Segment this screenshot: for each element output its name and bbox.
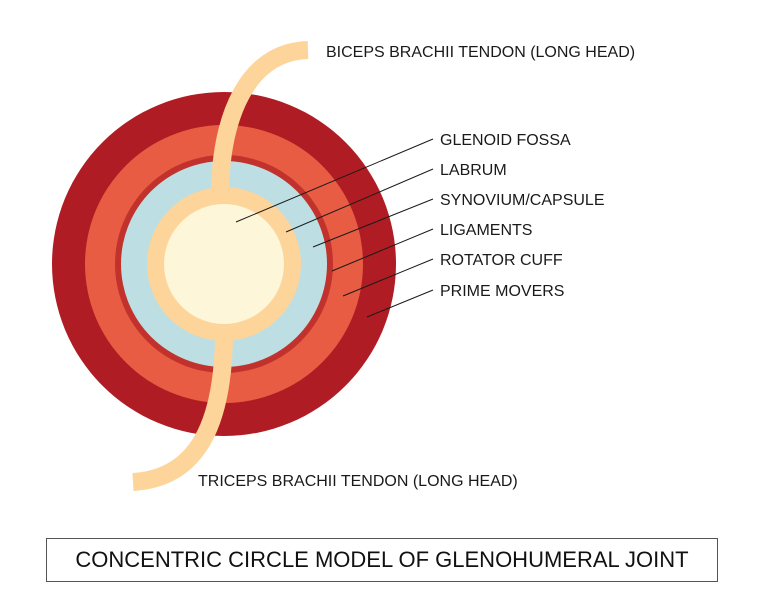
- synovium-capsule-label: SYNOVIUM/CAPSULE: [440, 192, 604, 209]
- glenoid-fossa: [164, 204, 284, 324]
- prime-movers-leader-line: [366, 289, 434, 318]
- ligaments-label: LIGAMENTS: [440, 222, 532, 239]
- rotator-cuff-label: ROTATOR CUFF: [440, 252, 563, 269]
- biceps-tendon: [211, 41, 309, 189]
- ligaments-leader-line: [331, 228, 434, 272]
- glenoid-fossa-label: GLENOID FOSSA: [440, 132, 571, 149]
- glenoid-leader-line: [235, 138, 434, 223]
- biceps-label: BICEPS BRACHII TENDON (LONG HEAD): [326, 44, 635, 61]
- triceps-label: TRICEPS BRACHII TENDON (LONG HEAD): [198, 473, 518, 490]
- diagram-caption: CONCENTRIC CIRCLE MODEL OF GLENOHUMERAL …: [75, 547, 689, 572]
- labrum-leader-line: [285, 168, 434, 233]
- labrum-label: LABRUM: [440, 162, 507, 179]
- prime-movers-label: PRIME MOVERS: [440, 283, 564, 300]
- caption-box: CONCENTRIC CIRCLE MODEL OF GLENOHUMERAL …: [46, 538, 718, 582]
- rotator-cuff-leader-line: [342, 258, 434, 297]
- synovium-leader-line: [312, 198, 434, 248]
- triceps-tendon: [132, 339, 233, 491]
